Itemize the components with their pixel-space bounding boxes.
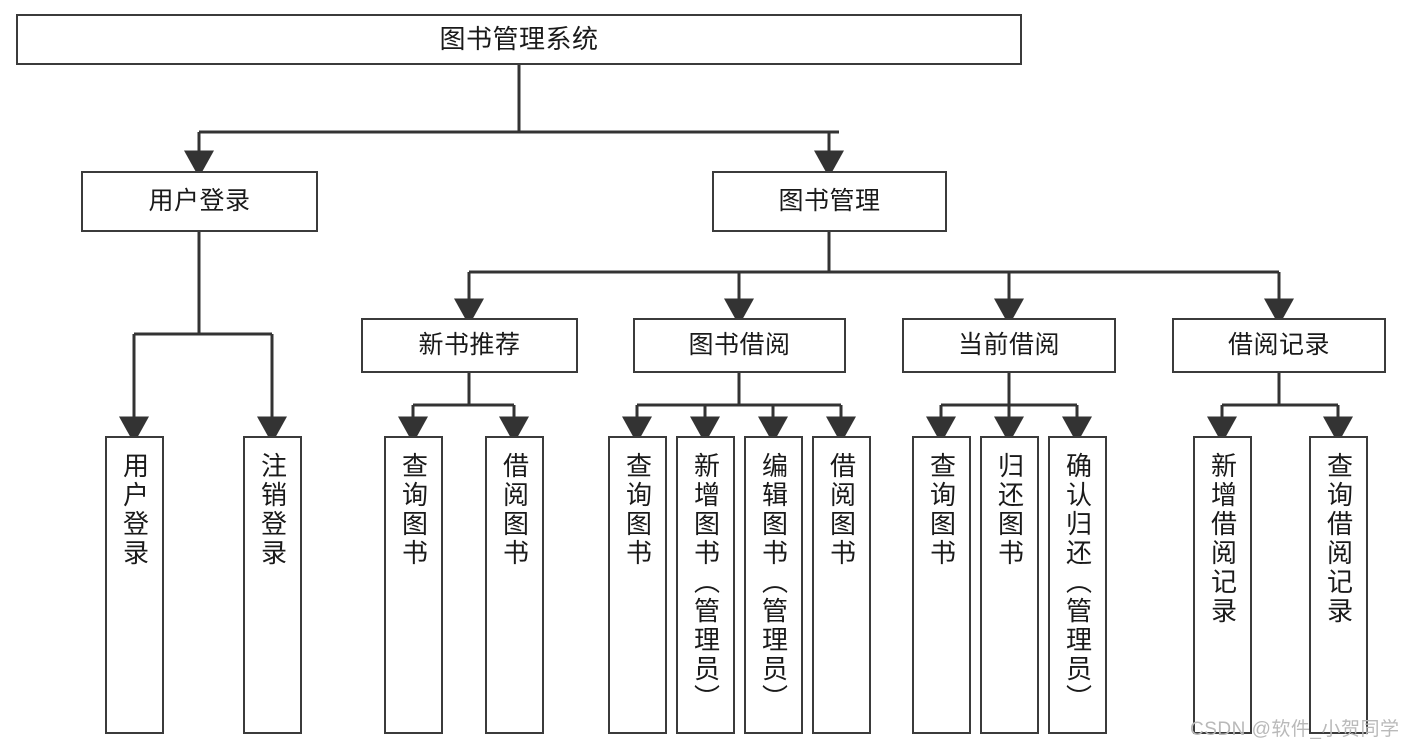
node-label: 编辑图书（管理员） [758, 452, 789, 713]
leaf-user-login-signin[interactable]: 用户登录 [105, 436, 164, 734]
node-borrow-record[interactable]: 借阅记录 [1172, 318, 1386, 373]
node-label: 查询图书 [622, 452, 653, 568]
node-label: 图书借阅 [688, 330, 791, 359]
leaf-recommend-borrow-book[interactable]: 借阅图书 [485, 436, 544, 734]
leaf-current-confirm-return-admin[interactable]: 确认归还（管理员） [1048, 436, 1107, 734]
node-label: 新增借阅记录 [1207, 452, 1238, 626]
node-label: 新增图书（管理员） [690, 452, 721, 713]
node-new-book-recommend[interactable]: 新书推荐 [361, 318, 578, 373]
leaf-record-query-record[interactable]: 查询借阅记录 [1309, 436, 1368, 734]
node-label: 查询借阅记录 [1323, 452, 1354, 626]
node-label: 借阅图书 [826, 452, 857, 568]
node-label: 确认归还（管理员） [1062, 452, 1093, 713]
leaf-user-login-signout[interactable]: 注销登录 [243, 436, 302, 734]
node-label: 注销登录 [257, 452, 288, 568]
leaf-borrow-add-book-admin[interactable]: 新增图书（管理员） [676, 436, 735, 734]
leaf-borrow-borrow-book[interactable]: 借阅图书 [812, 436, 871, 734]
node-label: 借阅图书 [499, 452, 530, 568]
node-user-login[interactable]: 用户登录 [81, 171, 318, 232]
node-book-borrow[interactable]: 图书借阅 [633, 318, 846, 373]
leaf-current-query-book[interactable]: 查询图书 [912, 436, 971, 734]
leaf-record-add-record[interactable]: 新增借阅记录 [1193, 436, 1252, 734]
node-label: 用户登录 [148, 186, 251, 215]
node-label: 当前借阅 [957, 330, 1060, 359]
leaf-borrow-query-book[interactable]: 查询图书 [608, 436, 667, 734]
csdn-watermark: CSDN @软件_小贺同学 [1190, 719, 1400, 740]
node-label: 图书管理 [778, 186, 881, 215]
node-label: 图书管理系统 [439, 24, 599, 55]
node-book-management[interactable]: 图书管理 [712, 171, 947, 232]
leaf-borrow-edit-book-admin[interactable]: 编辑图书（管理员） [744, 436, 803, 734]
node-label: 借阅记录 [1227, 330, 1330, 359]
node-label: 查询图书 [926, 452, 957, 568]
node-label: 归还图书 [994, 452, 1025, 568]
node-label: 用户登录 [119, 452, 150, 568]
node-label: 新书推荐 [418, 330, 521, 359]
node-label: 查询图书 [398, 452, 429, 568]
node-current-borrow[interactable]: 当前借阅 [902, 318, 1116, 373]
leaf-current-return-book[interactable]: 归还图书 [980, 436, 1039, 734]
node-root-system[interactable]: 图书管理系统 [16, 14, 1022, 65]
leaf-recommend-query-book[interactable]: 查询图书 [384, 436, 443, 734]
